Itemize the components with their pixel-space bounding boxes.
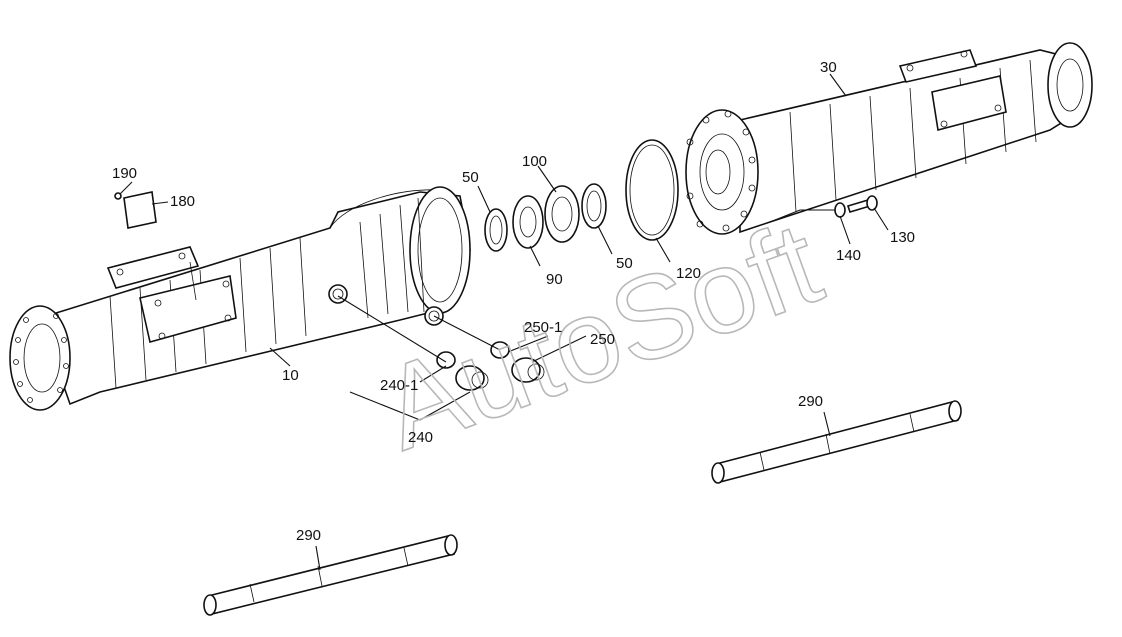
label-240: 240 bbox=[408, 429, 433, 446]
screw-190 bbox=[114, 192, 122, 200]
label-250-1: 250-1 bbox=[524, 319, 562, 336]
seal-ring-50-left bbox=[484, 208, 508, 252]
seal-ring-240-1 bbox=[436, 351, 456, 369]
label-240-1: 240-1 bbox=[380, 377, 418, 394]
bearing-100 bbox=[544, 185, 580, 243]
axle-shaft-left bbox=[203, 534, 458, 616]
label-290-right: 290 bbox=[798, 393, 823, 410]
label-290-left: 290 bbox=[296, 527, 321, 544]
axle-housing-left bbox=[9, 186, 471, 411]
o-ring-120 bbox=[625, 139, 679, 241]
bearing-90 bbox=[512, 195, 544, 249]
seal-ring-50-right bbox=[581, 183, 607, 229]
label-180: 180 bbox=[170, 193, 195, 210]
plate-180 bbox=[123, 191, 157, 229]
label-140: 140 bbox=[836, 247, 861, 264]
washer-140 bbox=[834, 202, 846, 218]
label-90: 90 bbox=[546, 271, 563, 288]
label-100: 100 bbox=[522, 153, 547, 170]
label-190: 190 bbox=[112, 165, 137, 182]
bolt-130 bbox=[846, 195, 878, 213]
label-130: 130 bbox=[890, 229, 915, 246]
label-50-left: 50 bbox=[462, 169, 479, 186]
leader-lines bbox=[119, 73, 889, 571]
plug-250 bbox=[511, 357, 545, 383]
axle-housing-right bbox=[685, 42, 1093, 235]
label-10: 10 bbox=[282, 367, 299, 384]
label-30: 30 bbox=[820, 59, 837, 76]
plug-240 bbox=[455, 365, 489, 391]
label-50-right: 50 bbox=[616, 255, 633, 272]
part-labels: 10 30 50 100 90 50 120 130 140 180 190 2… bbox=[112, 59, 915, 544]
label-120: 120 bbox=[676, 265, 701, 282]
axle-shaft-right bbox=[711, 400, 962, 484]
label-250: 250 bbox=[590, 331, 615, 348]
